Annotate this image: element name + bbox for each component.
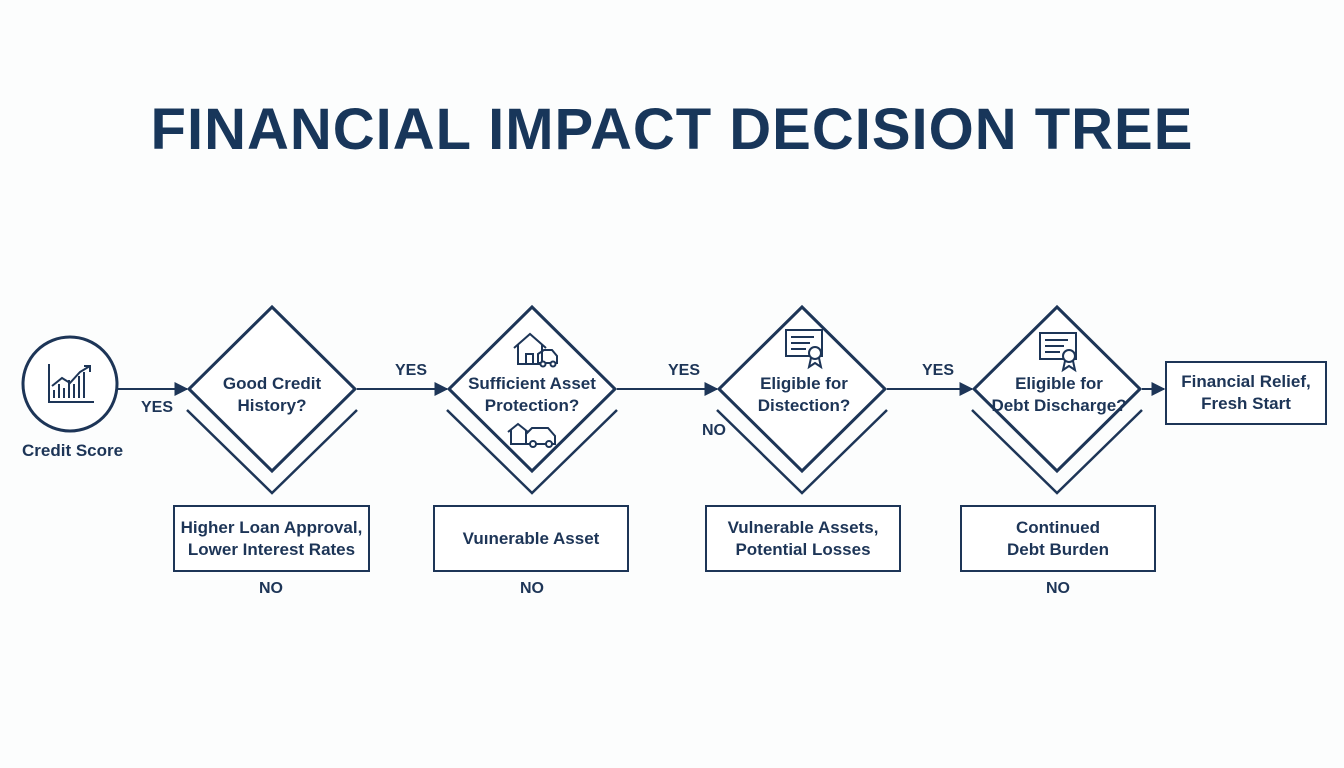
outcome-text-1: Higher Loan Approval, Lower Interest Rat… xyxy=(180,517,363,559)
house-car-icon xyxy=(513,332,558,368)
decision-text-4-value: Eligible for Debt Discharge? xyxy=(991,374,1127,415)
no-label-4: NO xyxy=(1046,580,1070,597)
decision-diamond-2 xyxy=(446,304,618,495)
house-car-icon-lower xyxy=(507,422,556,448)
outcome-box-3: Vulnerable Assets, Potential Losses xyxy=(705,505,901,572)
decision-diamond-4 xyxy=(971,304,1143,495)
no-label-1: NO xyxy=(259,580,283,597)
no-label-2: NO xyxy=(520,580,544,597)
yes-label-3: YES xyxy=(667,362,701,379)
decision-text-4: Eligible for Debt Discharge? xyxy=(991,373,1126,417)
final-outcome-text: Financial Relief, Fresh Start xyxy=(1181,372,1311,413)
final-outcome-box: Financial Relief, Fresh Start xyxy=(1165,361,1327,425)
decision-diamond-1 xyxy=(186,304,358,495)
yes-label-1: YES xyxy=(140,399,174,416)
outcome-text-2: Vuınerable Asset xyxy=(462,528,600,548)
chart-icon xyxy=(48,364,94,403)
outcome-box-4: Continued Debt Burden xyxy=(960,505,1156,572)
outcome-text-3: Vulnerable Assets, Potential Losses xyxy=(727,517,879,559)
certificate-icon xyxy=(785,329,823,370)
yes-label-4: YES xyxy=(921,362,955,379)
decision-text-2-value: Sufficient Asset Protection? xyxy=(468,374,596,415)
yes-label-2: YES xyxy=(394,362,428,379)
outcome-box-2: Vuınerable Asset xyxy=(433,505,629,572)
outcome-box-1: Higher Loan Approval, Lower Interest Rat… xyxy=(173,505,370,572)
start-label: Credit Score xyxy=(22,441,124,460)
decision-text-1: Good Credit History? xyxy=(223,373,321,417)
decision-diamond-3 xyxy=(716,304,888,495)
certificate-icon-2 xyxy=(1039,332,1077,373)
outcome-text-4: Continued Debt Burden xyxy=(1007,517,1109,559)
decision-text-3-value: Eligible for Distection? xyxy=(757,374,851,415)
decision-text-2: Sufficient Asset Protection? xyxy=(468,373,596,417)
page-title: FINANCIAL IMPACT DECISION TREE xyxy=(150,97,1194,162)
decision-text-1-value: Good Credit History? xyxy=(222,374,322,415)
no-label-3: NO xyxy=(702,422,726,439)
decision-text-3: Eligible for Distection? xyxy=(758,373,851,417)
